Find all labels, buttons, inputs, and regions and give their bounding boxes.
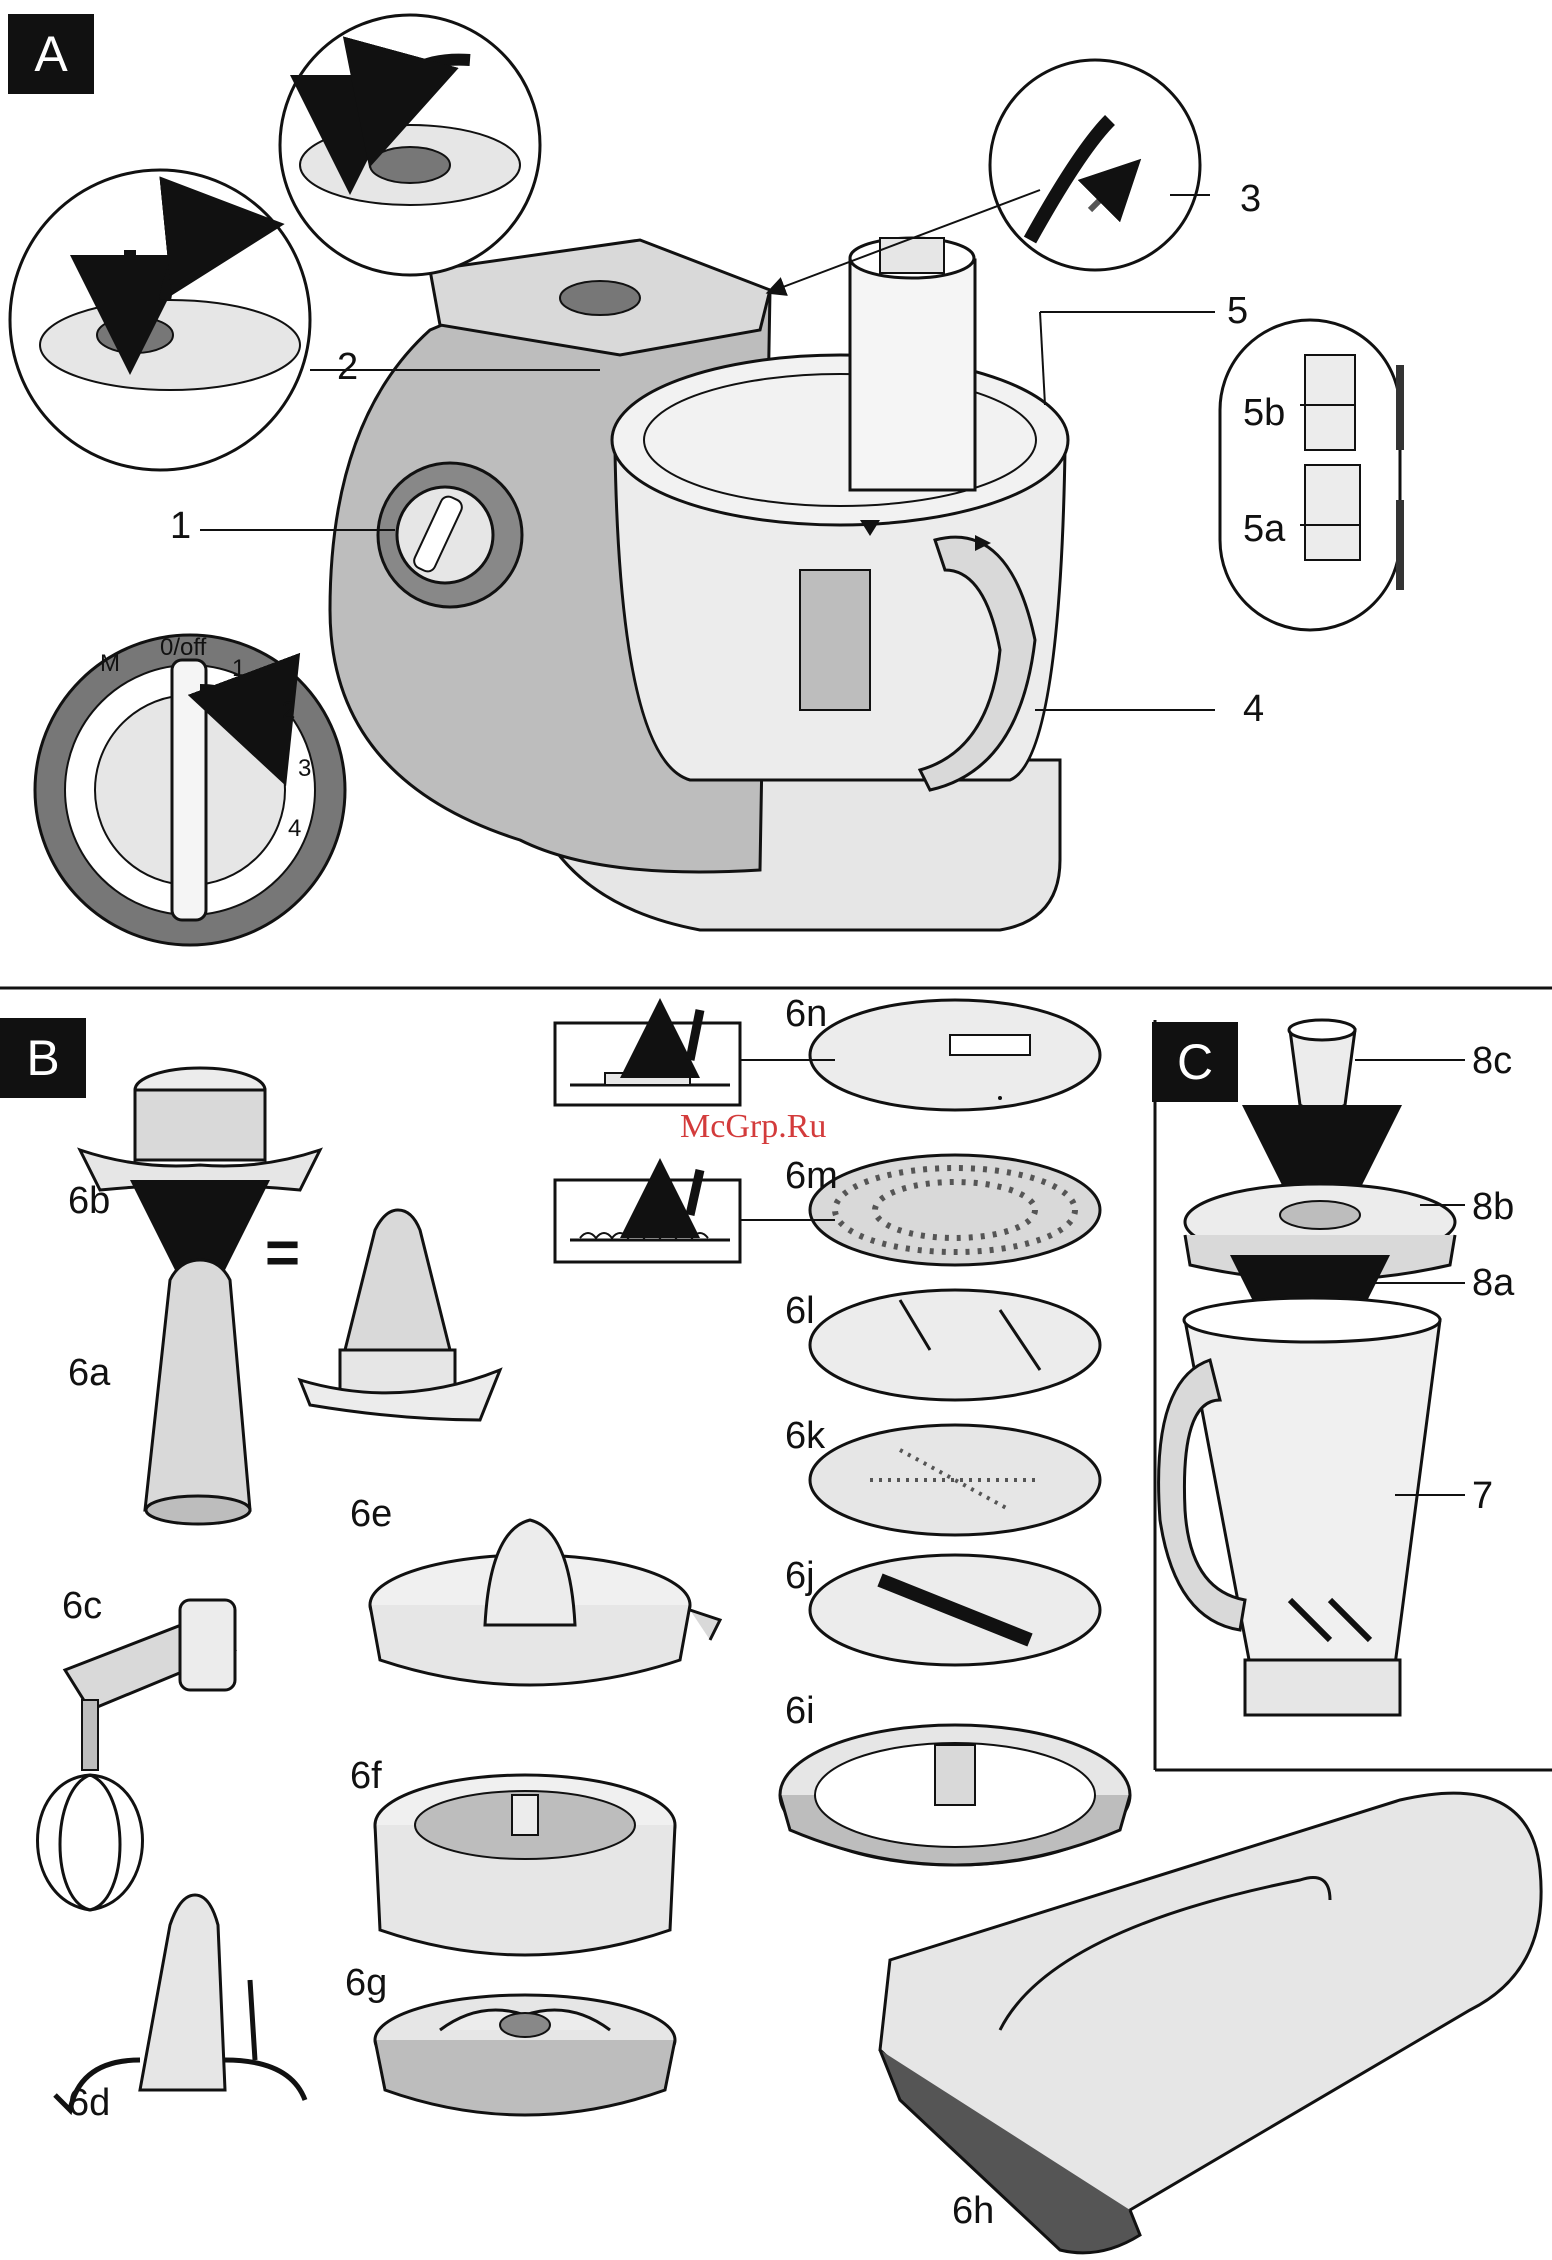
disc-6m	[808, 1153, 1102, 1267]
pusher-5a	[1304, 464, 1361, 561]
disc-6l	[808, 1288, 1102, 1402]
dial-label-4: 4	[288, 815, 302, 842]
label-1: 1	[170, 505, 192, 547]
citrus-press-6e	[368, 1518, 723, 1687]
section-c-badge: C	[1152, 1022, 1238, 1102]
bowl-lid	[610, 353, 1070, 527]
disc-holder-6i	[778, 1723, 1132, 1867]
section-c-illustration	[1153, 1018, 1552, 1772]
dial-label-m: M	[100, 650, 120, 677]
shaft-6a	[143, 1258, 252, 1512]
blade-6b	[77, 1066, 323, 1192]
feed-tube	[848, 258, 977, 492]
disc-6n	[808, 998, 1102, 1112]
disc-6j	[808, 1553, 1102, 1667]
whisk-6c	[36, 1598, 237, 1912]
label-8a: 8a	[1472, 1262, 1515, 1304]
pusher-5b	[1304, 354, 1356, 451]
label-6h: 6h	[952, 2190, 995, 2232]
bowl-spindle	[799, 569, 871, 711]
label-6d: 6d	[68, 2082, 111, 2124]
kneading-hook-6d	[53, 1893, 308, 2116]
label-5b: 5b	[1243, 392, 1286, 434]
dial-label-1: 1	[232, 655, 246, 682]
label-3: 3	[1240, 178, 1262, 220]
thickness-indicator-6m	[553, 1158, 835, 1264]
dial-grip	[170, 658, 208, 922]
label-2: 2	[337, 346, 359, 388]
cover-6h	[878, 1791, 1543, 2255]
label-6f: 6f	[350, 1755, 382, 1797]
label-8c: 8c	[1472, 1040, 1513, 1082]
section-b-illustration	[36, 998, 1132, 2117]
label-6k: 6k	[785, 1415, 826, 1457]
housing-knob-grip	[413, 495, 463, 573]
label-6n: 6n	[785, 993, 828, 1035]
label-5: 5	[1227, 290, 1249, 332]
section-b-badge: B	[0, 1018, 86, 1098]
blender-base	[1243, 1658, 1402, 1717]
disc-holder-6g	[373, 1993, 677, 2117]
label-6a: 6a	[68, 1352, 111, 1394]
thickness-indicator-6n	[553, 998, 835, 1107]
label-6j: 6j	[785, 1555, 815, 1597]
drive-cover	[559, 280, 641, 316]
disc-6k	[808, 1423, 1102, 1537]
dial-label-off: 0/off	[160, 634, 207, 661]
blender-handle	[1157, 1358, 1247, 1632]
label-6b: 6b	[68, 1180, 111, 1222]
label-7: 7	[1472, 1475, 1494, 1517]
dial-label-3: 3	[298, 755, 312, 782]
label-6l: 6l	[785, 1290, 815, 1332]
label-6e: 6e	[350, 1493, 393, 1535]
lid-ring-8a	[1183, 1234, 1457, 1282]
equals-sign: =	[265, 1219, 301, 1286]
detail-circle-cord	[988, 58, 1202, 272]
label-8b: 8b	[1472, 1186, 1515, 1228]
label-5a: 5a	[1243, 508, 1286, 550]
juicer-6f	[373, 1773, 677, 1957]
measuring-cup-8c	[1288, 1028, 1357, 1114]
dial-label-2: 2	[282, 697, 296, 724]
label-6i: 6i	[785, 1690, 815, 1732]
watermark-text: McGrp.Ru	[680, 1108, 827, 1145]
label-6g: 6g	[345, 1962, 388, 2004]
assembled-blade	[297, 1208, 503, 1422]
label-6m: 6m	[785, 1155, 838, 1197]
label-6c: 6c	[62, 1585, 103, 1627]
section-a-illustration	[8, 13, 1404, 947]
bowl-handle	[917, 535, 1037, 792]
label-4: 4	[1243, 688, 1265, 730]
section-a-badge: A	[8, 14, 94, 94]
